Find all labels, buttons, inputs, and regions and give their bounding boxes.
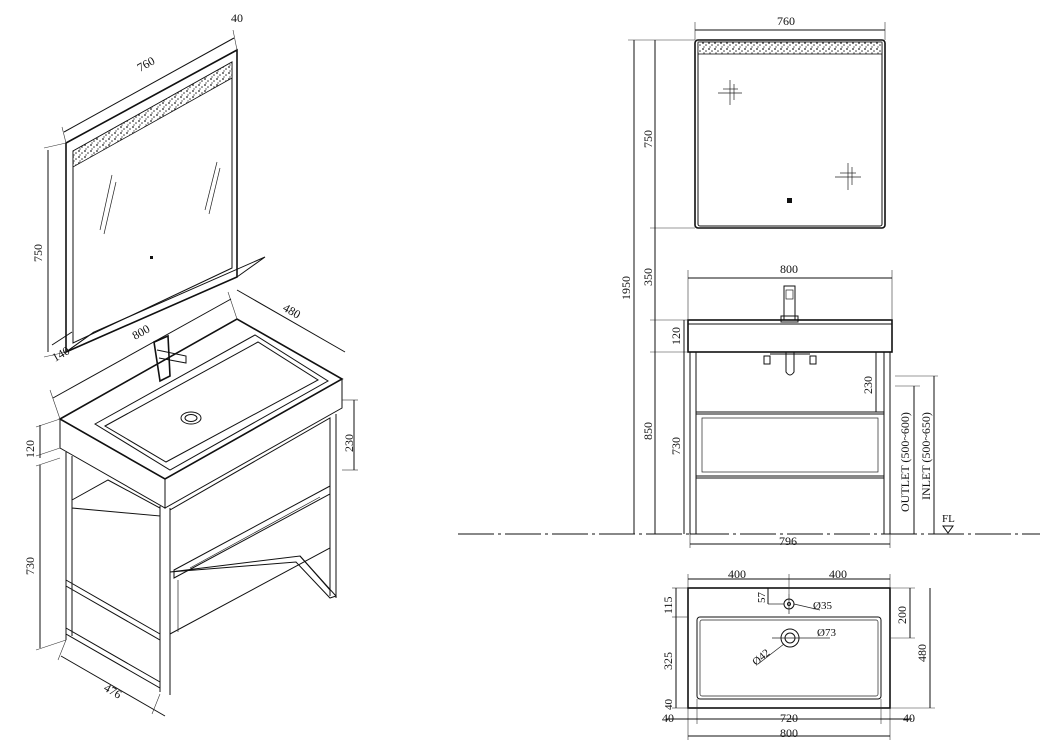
- plan-tap-offset-x-label: 57: [756, 592, 768, 604]
- iso-mirror-width-label: 760: [135, 54, 158, 75]
- iso-basin-dims: 800 480 120 230 730 476: [23, 289, 358, 717]
- iso-basin: [58, 318, 344, 509]
- plan-bowl-depth-label: 325: [661, 652, 675, 670]
- front-basin-width-label: 800: [780, 262, 798, 276]
- floor-marker-icon: [942, 525, 954, 534]
- plan-tap-hole-label: Ø35: [813, 600, 832, 612]
- iso-basin-height-label: 120: [23, 440, 37, 458]
- sparkle-icon: [718, 80, 742, 105]
- outlet-label: OUTLET (500~600): [898, 412, 912, 512]
- iso-frame: [65, 414, 337, 695]
- plan-drain-pos-label: 200: [895, 606, 909, 624]
- front-frame-width-label: 796: [779, 534, 797, 548]
- iso-mirror-height-label: 750: [31, 244, 45, 262]
- iso-frame-depth-label: 476: [102, 680, 125, 701]
- plan-total-depth-label: 480: [915, 644, 929, 662]
- plan-view: 400 400 115 57 Ø35 Ø73 Ø42 325 40 200 48…: [661, 567, 935, 740]
- iso-shelf-depth-label: 140: [50, 343, 73, 364]
- iso-frame-height-label: 730: [23, 557, 37, 575]
- iso-shelf-gap-label: 230: [342, 434, 356, 452]
- plan-right-half-label: 400: [829, 567, 847, 581]
- plan-bowl-width-label: 720: [780, 711, 798, 725]
- plan-drain-hole-label: Ø73: [817, 627, 836, 639]
- floor-label: FL: [942, 513, 955, 525]
- iso-basin-depth-label: 480: [281, 300, 304, 321]
- isometric-view: 760 40 750 140: [23, 11, 358, 717]
- front-mirror-width-label: 760: [777, 14, 795, 28]
- front-open-shelf-label: 230: [861, 376, 875, 394]
- front-gap-label: 350: [641, 268, 655, 286]
- iso-mirror-depth-label: 40: [231, 11, 243, 25]
- front-basin-height-label: 120: [669, 327, 683, 345]
- front-frame-height-label: 730: [669, 437, 683, 455]
- front-frame: [689, 351, 891, 535]
- front-mirror: [694, 39, 886, 229]
- plan-rim-right-label: 40: [903, 711, 915, 725]
- touch-sensor-icon: [787, 198, 792, 203]
- iso-basin-width-label: 800: [130, 322, 153, 343]
- plan-rim-left-label: 40: [662, 711, 674, 725]
- plan-tap-offset-y-label: 115: [661, 596, 675, 614]
- front-view: 760 750 1950 350: [458, 14, 1040, 548]
- front-basin: [687, 285, 893, 376]
- plan-left-half-label: 400: [728, 567, 746, 581]
- front-top-height-label: 850: [641, 422, 655, 440]
- plan-rim-bottom-label: 40: [663, 699, 675, 711]
- front-mirror-height-label: 750: [641, 130, 655, 148]
- plan-total-width-label: 800: [780, 726, 798, 740]
- sparkle-icon: [835, 163, 861, 190]
- plan-drain-inner-label: Ø42: [750, 647, 772, 668]
- front-overall-height-label: 1950: [619, 276, 633, 300]
- iso-mirror: [65, 48, 266, 354]
- inlet-label: INLET (500~650): [919, 412, 933, 500]
